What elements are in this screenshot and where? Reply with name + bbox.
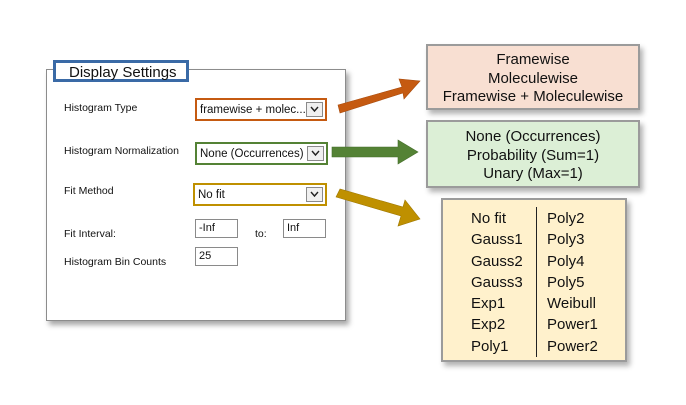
option-item: Unary (Max=1) (483, 165, 583, 182)
option-item: Exp1 (471, 295, 506, 313)
histogram-type-options: Framewise Moleculewise Framewise + Molec… (426, 44, 640, 110)
fit-method-options: No fit Gauss1 Gauss2 Gauss3 Exp1 Exp2 Po… (441, 198, 627, 362)
option-item: Framewise + Moleculewise (442, 88, 624, 105)
fit-method-dropdown[interactable]: No fit (193, 183, 327, 206)
histogram-type-value: framewise + molec... (200, 104, 306, 116)
option-item: Moleculewise (487, 69, 579, 87)
option-item: Poly1 (471, 337, 509, 355)
option-item: Poly2 (547, 210, 585, 227)
option-item: Poly3 (547, 231, 585, 249)
fit-method-column-right: Poly2 Poly3 Poly4 Poly5 Weibull Power1 P… (547, 208, 598, 357)
option-item: Exp2 (471, 316, 506, 334)
option-item: Gauss2 (471, 252, 523, 270)
fit-method-label: Fit Method (64, 185, 114, 197)
histogram-type-label: Histogram Type (64, 102, 138, 114)
chevron-down-icon[interactable] (307, 146, 324, 161)
option-item: Power1 (547, 316, 598, 334)
histogram-bin-counts-label: Histogram Bin Counts (64, 256, 167, 268)
option-item: Gauss1 (471, 231, 523, 249)
option-item: Poly4 (547, 252, 585, 270)
histogram-type-dropdown[interactable]: framewise + molec... (195, 98, 327, 121)
panel-title: Display Settings (53, 60, 189, 82)
normalization-arrow (331, 139, 419, 165)
option-item: None (Occurrences) (465, 128, 601, 145)
fit-interval-to-label: to: (255, 228, 267, 240)
option-item: Weibull (547, 295, 596, 313)
histogram-type-arrow (337, 78, 421, 114)
histogram-normalization-value: None (Occurrences) (200, 148, 304, 160)
option-item: Gauss3 (471, 273, 523, 291)
histogram-bin-counts-input[interactable]: 25 (195, 247, 238, 266)
option-item: Poly5 (547, 273, 585, 291)
chevron-down-icon[interactable] (306, 102, 323, 117)
histogram-normalization-label: Histogram Normalization (64, 145, 179, 157)
fit-method-value: No fit (198, 189, 225, 201)
column-divider (536, 207, 537, 357)
fit-interval-label: Fit Interval: (64, 228, 116, 240)
fit-interval-from-input[interactable]: -Inf (195, 219, 238, 238)
fit-interval-to-input[interactable]: Inf (283, 219, 326, 238)
histogram-normalization-dropdown[interactable]: None (Occurrences) (195, 142, 328, 165)
fit-method-column-left: No fit Gauss1 Gauss2 Gauss3 Exp1 Exp2 Po… (471, 208, 523, 357)
option-item: Power2 (547, 337, 598, 355)
fit-method-arrow (335, 188, 421, 227)
option-item: Probability (Sum=1) (466, 146, 600, 164)
option-item: Framewise (496, 51, 570, 68)
normalization-options: None (Occurrences) Probability (Sum=1) U… (426, 120, 640, 188)
option-item: No fit (471, 210, 507, 227)
chevron-down-icon[interactable] (306, 187, 323, 202)
